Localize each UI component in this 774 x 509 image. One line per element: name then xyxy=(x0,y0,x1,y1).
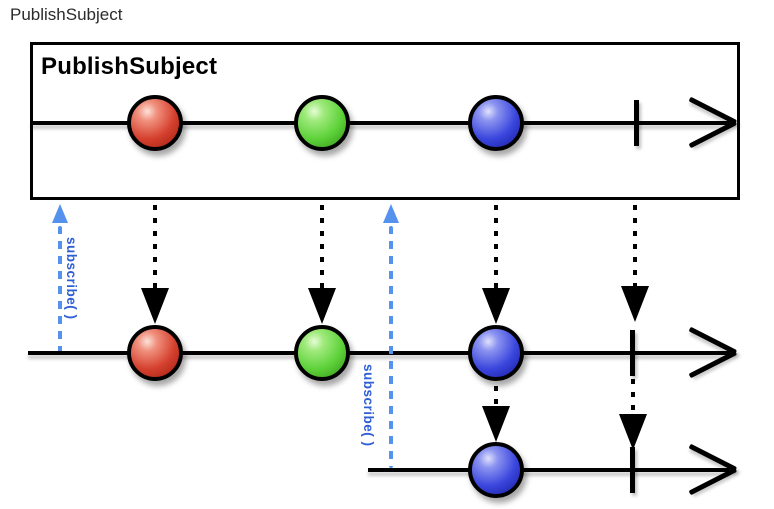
subscribe2-arrow-line xyxy=(389,226,393,468)
emission-arrow-blue-head xyxy=(482,288,510,324)
subscriber1-marble-green xyxy=(294,325,350,381)
source-marble-green xyxy=(294,95,350,151)
source-marble-blue xyxy=(468,95,524,151)
emission-arrow2-blue-line xyxy=(494,386,498,404)
subscriber1-complete-tick xyxy=(630,330,635,376)
emission-arrow2-complete-line xyxy=(631,379,635,411)
emission-arrow-green-head xyxy=(308,288,336,324)
subscriber1-marble-blue xyxy=(468,325,524,381)
subscriber2-marble-blue xyxy=(468,442,524,498)
subscriber1-timeline xyxy=(28,351,730,355)
subscribe2-label: subscribe( ) xyxy=(361,364,376,447)
emission-arrow-red-head xyxy=(141,288,169,324)
emission-arrow-blue-line xyxy=(494,205,498,288)
source-timeline xyxy=(31,121,730,125)
subscriber1-marble-red xyxy=(127,325,183,381)
subscribe1-label: subscribe( ) xyxy=(64,237,79,320)
box-title: PublishSubject xyxy=(41,53,218,80)
subscribe1-arrowhead xyxy=(52,204,68,223)
subscriber2-complete-tick xyxy=(630,447,635,493)
emission-arrow2-blue-head xyxy=(482,406,510,442)
source-complete-tick xyxy=(634,100,639,146)
subscriber2-timeline xyxy=(368,468,730,472)
source-marble-red xyxy=(127,95,183,151)
subscribe2-arrowhead xyxy=(383,204,399,223)
emission-arrow-complete-line xyxy=(633,205,637,286)
emission-arrow-red-line xyxy=(153,205,157,288)
emission-arrow-green-line xyxy=(320,205,324,288)
emission-arrow2-complete-head xyxy=(619,414,647,450)
page-title: PublishSubject xyxy=(10,5,123,24)
subscribe1-arrow-line xyxy=(58,226,62,358)
emission-arrow-complete-head xyxy=(621,286,649,322)
